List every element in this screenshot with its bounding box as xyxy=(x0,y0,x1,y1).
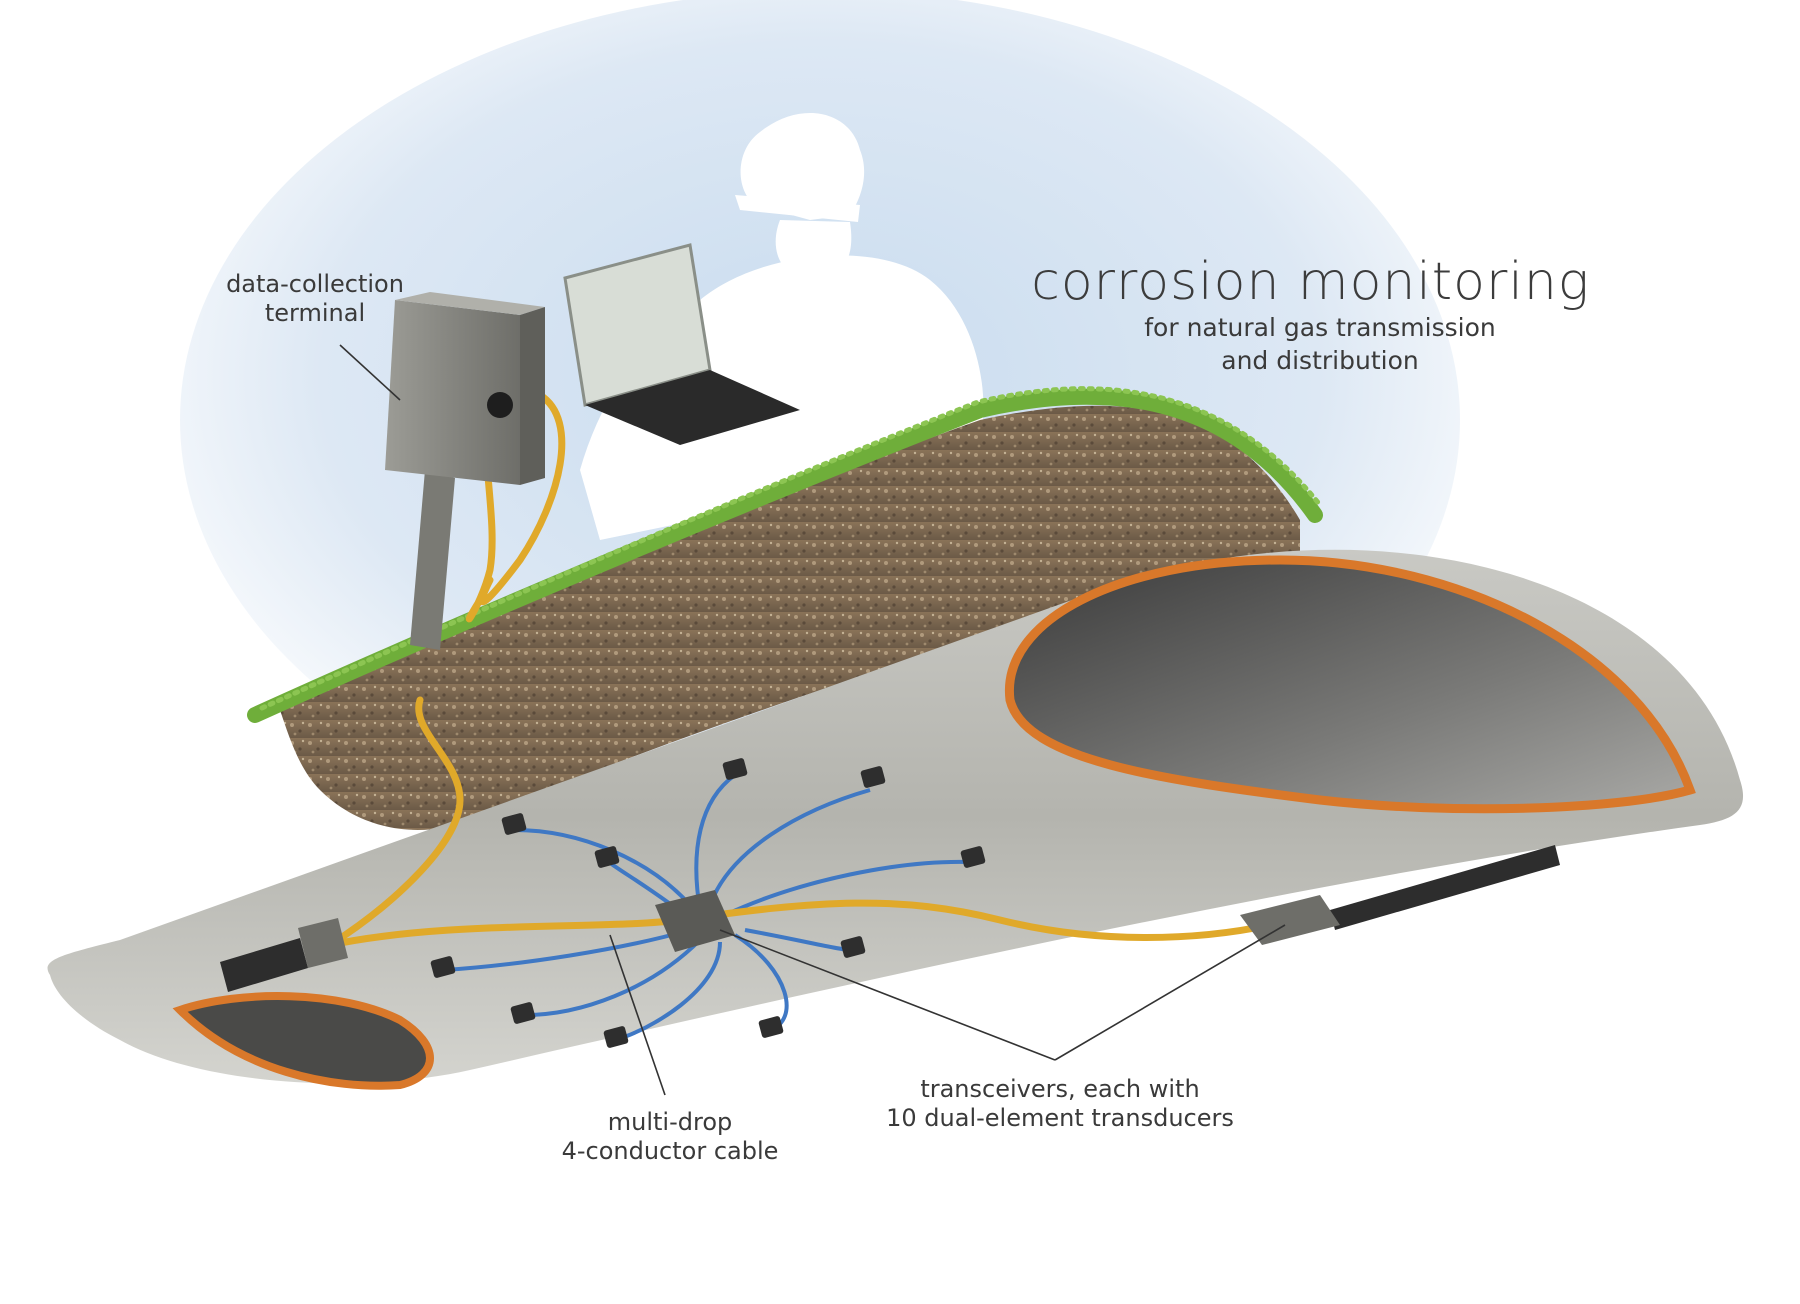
label-transceivers: transceivers, each with 10 dual-element … xyxy=(870,1075,1250,1134)
label-terminal-line-1: data-collection xyxy=(190,270,440,299)
page-title: corrosion monitoring xyxy=(1030,252,1590,312)
label-transceivers-line-2: 10 dual-element transducers xyxy=(870,1104,1250,1133)
transceiver-box-right xyxy=(1240,895,1340,945)
subtitle-line-2: and distribution xyxy=(1120,345,1520,378)
leader-transceiver-right xyxy=(1055,925,1285,1060)
label-multi-drop-cable: multi-drop 4-conductor cable xyxy=(540,1108,800,1167)
label-terminal-line-2: terminal xyxy=(190,299,440,328)
label-transceivers-line-1: transceivers, each with xyxy=(870,1075,1250,1104)
label-cable-line-2: 4-conductor cable xyxy=(540,1137,800,1166)
label-data-collection-terminal: data-collection terminal xyxy=(190,270,440,329)
subtitle-line-1: for natural gas transmission xyxy=(1120,312,1520,345)
page-subtitle: for natural gas transmission and distrib… xyxy=(1120,312,1520,377)
label-cable-line-1: multi-drop xyxy=(540,1108,800,1137)
